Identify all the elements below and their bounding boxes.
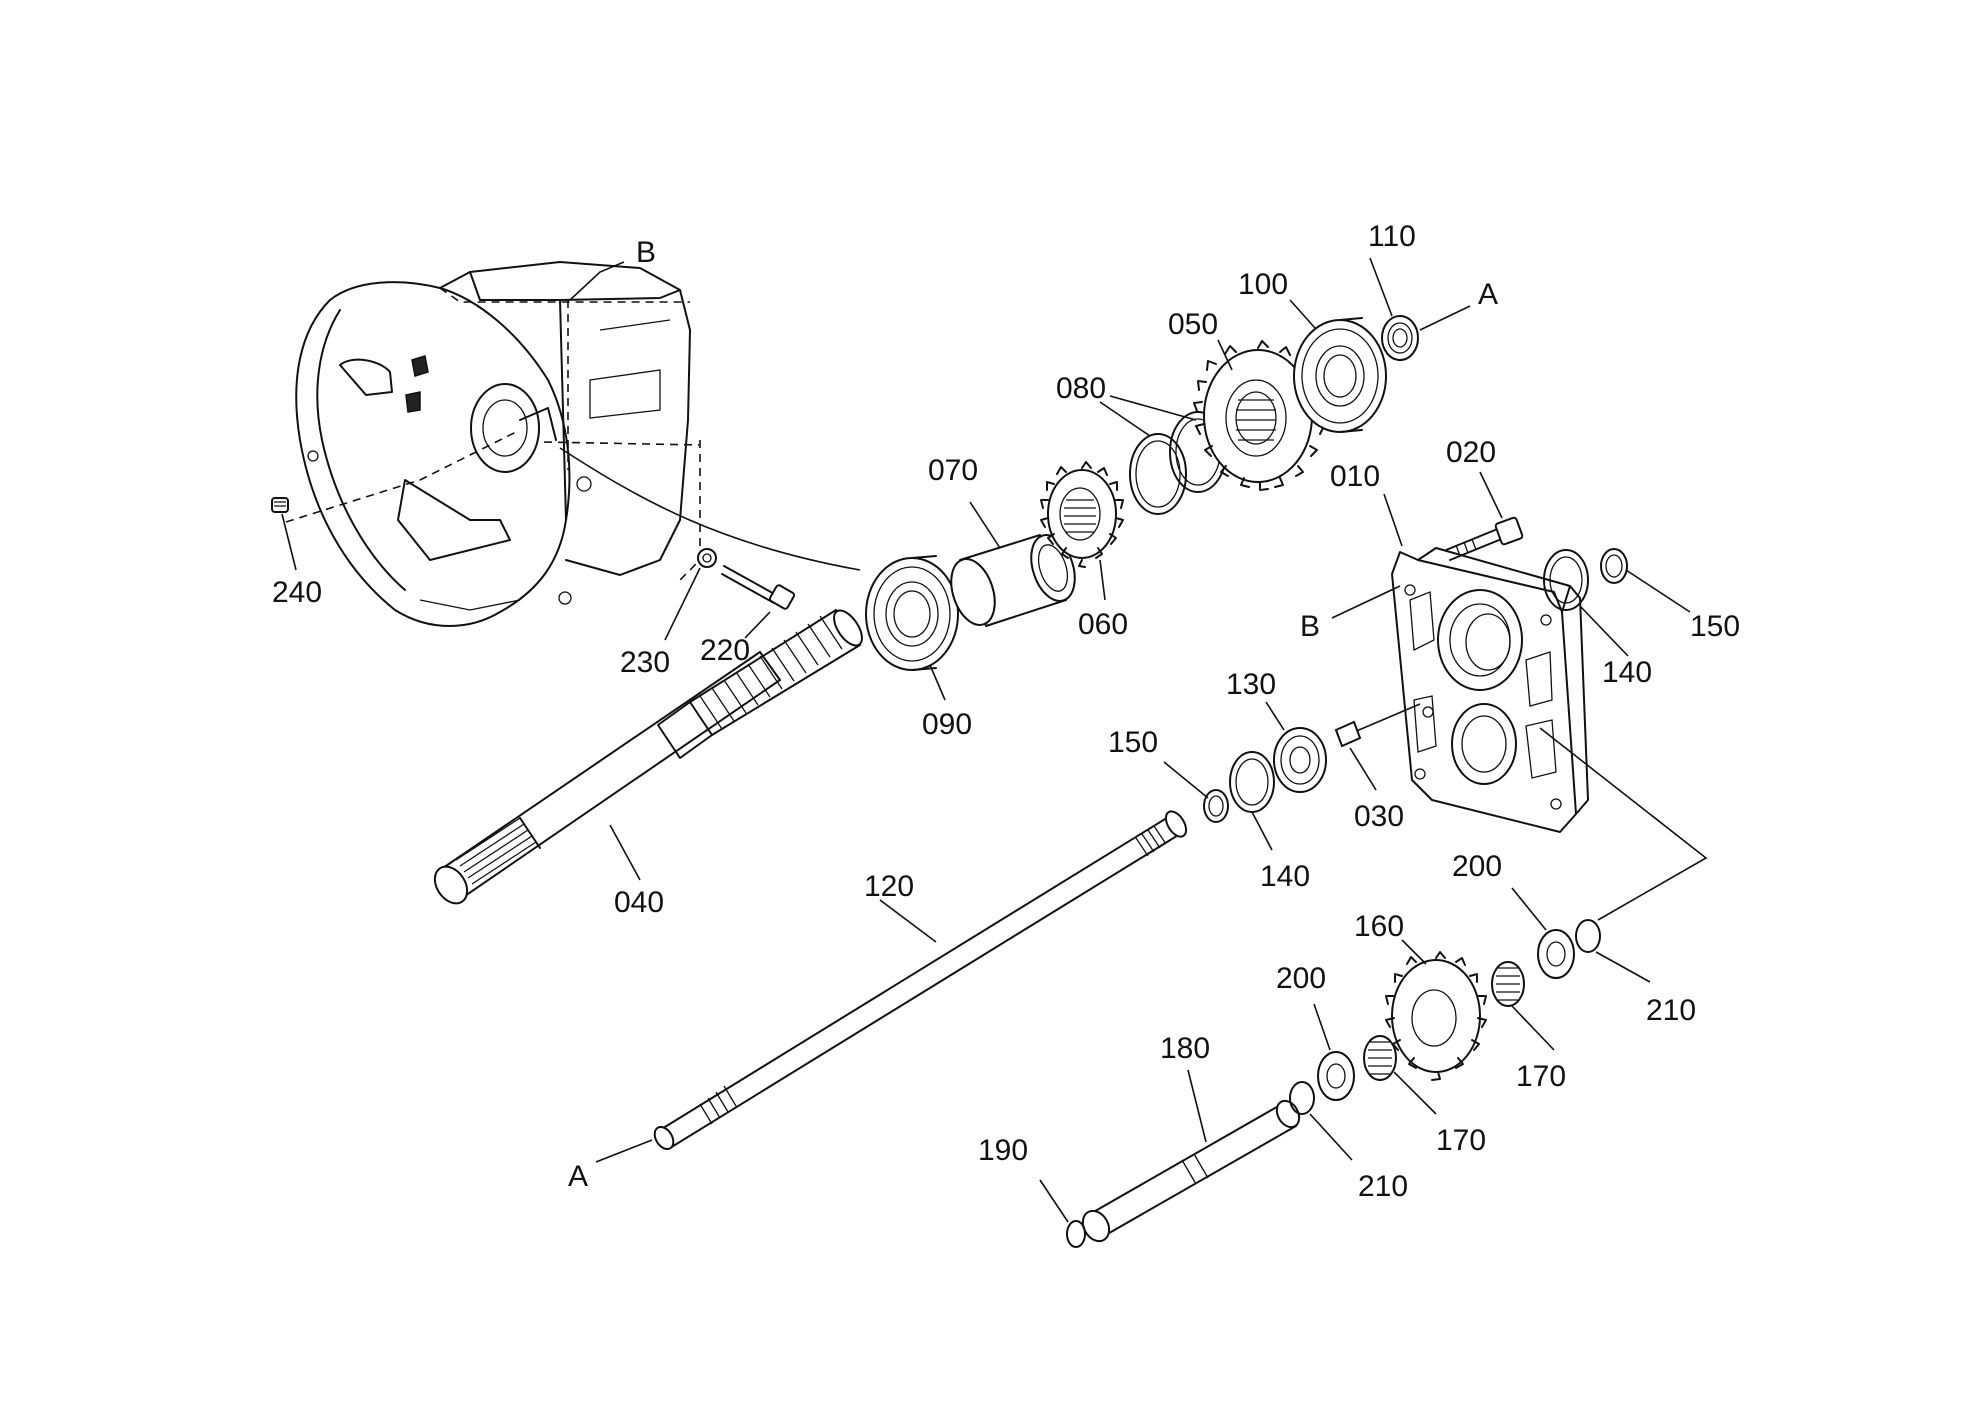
part-190-clip: 190	[978, 1134, 1086, 1248]
label-070: 070	[928, 454, 978, 487]
label-110: 110	[1368, 220, 1416, 253]
label-190: 190	[978, 1134, 1028, 1167]
ref-b-top: B	[569, 236, 656, 301]
part-110-bearing: 110	[1368, 220, 1419, 361]
label-020: 020	[1446, 436, 1496, 469]
ref-a-bottom: A	[568, 1139, 653, 1193]
part-150-lower-ring: 150	[1108, 726, 1229, 823]
ref-label-b: B	[636, 236, 656, 269]
part-140-upper-ring: 140	[1543, 549, 1652, 689]
part-210-lower-clip: 210	[1289, 1081, 1408, 1203]
label-140-lower: 140	[1260, 860, 1310, 893]
label-090: 090	[922, 708, 972, 741]
ref-a-top: A	[1419, 278, 1498, 331]
label-220: 220	[700, 634, 750, 667]
leader-plate-to-210	[1539, 727, 1708, 921]
ref-label-a: A	[1478, 278, 1498, 311]
leader-housing-to-090	[559, 447, 861, 571]
part-160-gear: 160	[1354, 910, 1487, 1081]
part-090-bearing: 090	[865, 555, 972, 741]
part-100-bearing: 100	[1238, 268, 1387, 433]
label-160: 160	[1354, 910, 1404, 943]
part-180-shaft: 180	[1081, 1032, 1301, 1243]
part-170-upper-bearing: 170	[1491, 961, 1566, 1093]
label-230: 230	[620, 646, 670, 679]
label-060: 060	[1078, 608, 1128, 641]
label-150-lower: 150	[1108, 726, 1158, 759]
part-130-bearing: 130	[1226, 668, 1327, 793]
label-030: 030	[1354, 800, 1404, 833]
part-230-washer: 230	[620, 548, 717, 679]
label-170-upper: 170	[1516, 1060, 1566, 1093]
part-020-bolt: 020	[1445, 436, 1524, 561]
label-140-upper: 140	[1602, 656, 1652, 689]
part-200-upper-washer: 200	[1452, 850, 1575, 979]
label-210-upper: 210	[1646, 994, 1696, 1027]
label-150-upper: 150	[1690, 610, 1740, 643]
ref-b-plate: B	[1300, 585, 1401, 643]
label-100: 100	[1238, 268, 1288, 301]
part-210-upper-clip: 210	[1575, 919, 1696, 1027]
label-050: 050	[1168, 308, 1218, 341]
part-170-lower-bearing: 170	[1363, 1035, 1486, 1157]
label-130: 130	[1226, 668, 1276, 701]
part-220-bolt: 220	[700, 565, 796, 667]
part-150-upper-ring: 150	[1600, 548, 1740, 643]
label-240: 240	[272, 576, 322, 609]
label-120: 120	[864, 870, 914, 903]
transmission-housing	[285, 261, 701, 627]
label-010: 010	[1330, 460, 1380, 493]
label-210-lower: 210	[1358, 1170, 1408, 1203]
label-180: 180	[1160, 1032, 1210, 1065]
part-030-pin: 030	[1334, 720, 1404, 833]
label-040: 040	[614, 886, 664, 919]
ref-label-a-bottom: A	[568, 1160, 588, 1193]
label-170-lower: 170	[1436, 1124, 1486, 1157]
label-200-lower: 200	[1276, 962, 1326, 995]
label-080: 080	[1056, 372, 1106, 405]
ref-label-b-plate: B	[1300, 610, 1320, 643]
part-140-lower-ring: 140	[1229, 751, 1310, 893]
part-240-plug: 240	[271, 497, 322, 609]
part-010-cover-plate: 010	[1330, 460, 1589, 833]
part-050-gear: 050	[1168, 308, 1325, 491]
part-040-shaft: 040	[433, 609, 863, 919]
part-060-gear: 060	[1040, 461, 1128, 641]
part-120-shaft: 120	[653, 810, 1188, 1151]
part-200-lower-washer: 200	[1276, 962, 1355, 1101]
label-200-upper: 200	[1452, 850, 1502, 883]
